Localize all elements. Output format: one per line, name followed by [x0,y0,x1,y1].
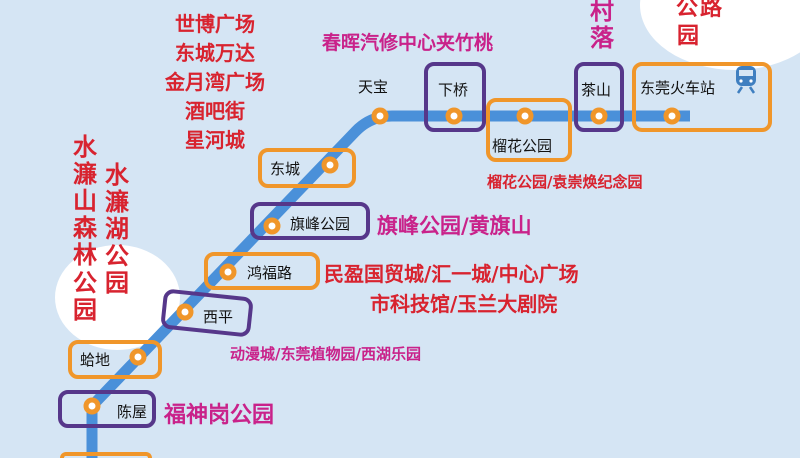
annotation-hongfu-2: 市科技馆/玉兰大剧院 [370,292,558,316]
station-dot [129,348,147,366]
station-label: 陈屋 [117,403,148,421]
station-dot [83,397,101,415]
station-label: 东莞火车站 [640,79,716,97]
annotation-hongfu-1: 民盈国贸城/汇一城/中心广场 [324,262,579,286]
station-label: 榴花公园 [492,137,553,155]
station-dot [219,263,237,281]
station-label: 鸿福路 [247,264,293,282]
annotation-qifeng: 旗峰公园/黄旗山 [377,214,532,238]
annotation-line: 酒吧街 [185,99,245,123]
station-box-xiaqiao [424,62,486,132]
station-label: 下桥 [438,81,469,99]
station-box-chashan [574,62,624,132]
station-dot [263,217,281,235]
annotation-line: 世博广场 [175,12,255,36]
station-dot [590,107,608,125]
station-dot [371,107,389,125]
station-label: 天宝 [358,78,389,96]
annotation-shuilian-forest: 水濂山森林公园 [73,133,97,324]
station-dot [516,107,534,125]
station-dot [663,107,681,125]
annotation-dongcheng: 世博广场 东城万达 金月湾广场 酒吧街 星河城 [145,10,285,155]
station-box-liuhua [486,98,572,162]
station-label: 东城 [270,160,301,178]
annotation-station-top2: 园 [677,24,700,49]
station-box-hongfulu [204,252,320,290]
annotation-shuilian-lake: 水濂湖公园 [105,161,129,298]
station-label: 旗峰公园 [290,215,351,233]
annotation-chenwu: 福神岗公园 [164,403,275,428]
annotation-line: 东城万达 [175,41,255,65]
station-label: 蛤地 [80,351,111,369]
annotation-chashan: 村落 [590,0,614,53]
line-track [86,110,690,458]
station-box-chenwu [58,390,156,428]
annotation-xiaqiao: 春晖汽修中心夹竹桃 [322,32,494,54]
station-box-dongguan [632,62,772,132]
annotation-liuhua: 榴花公园/袁崇焕纪念园 [487,173,643,191]
station-box-hadi [68,340,162,379]
annotation-station-top: 公路 [676,0,725,21]
station-dot [445,107,463,125]
station-label: 西平 [203,308,234,326]
station-dot [176,303,194,321]
station-label: 茶山 [581,81,612,99]
annotation-line: 金月湾广场 [165,70,265,94]
annotation-xiping: 动漫城/东莞植物园/西湖乐园 [230,345,421,363]
station-box-dongcheng [258,148,356,188]
train-icon [736,66,756,94]
station-dot [321,156,339,174]
station-box-next [60,452,152,458]
station-box-qifeng [250,202,370,240]
annotation-line: 星河城 [185,128,245,152]
